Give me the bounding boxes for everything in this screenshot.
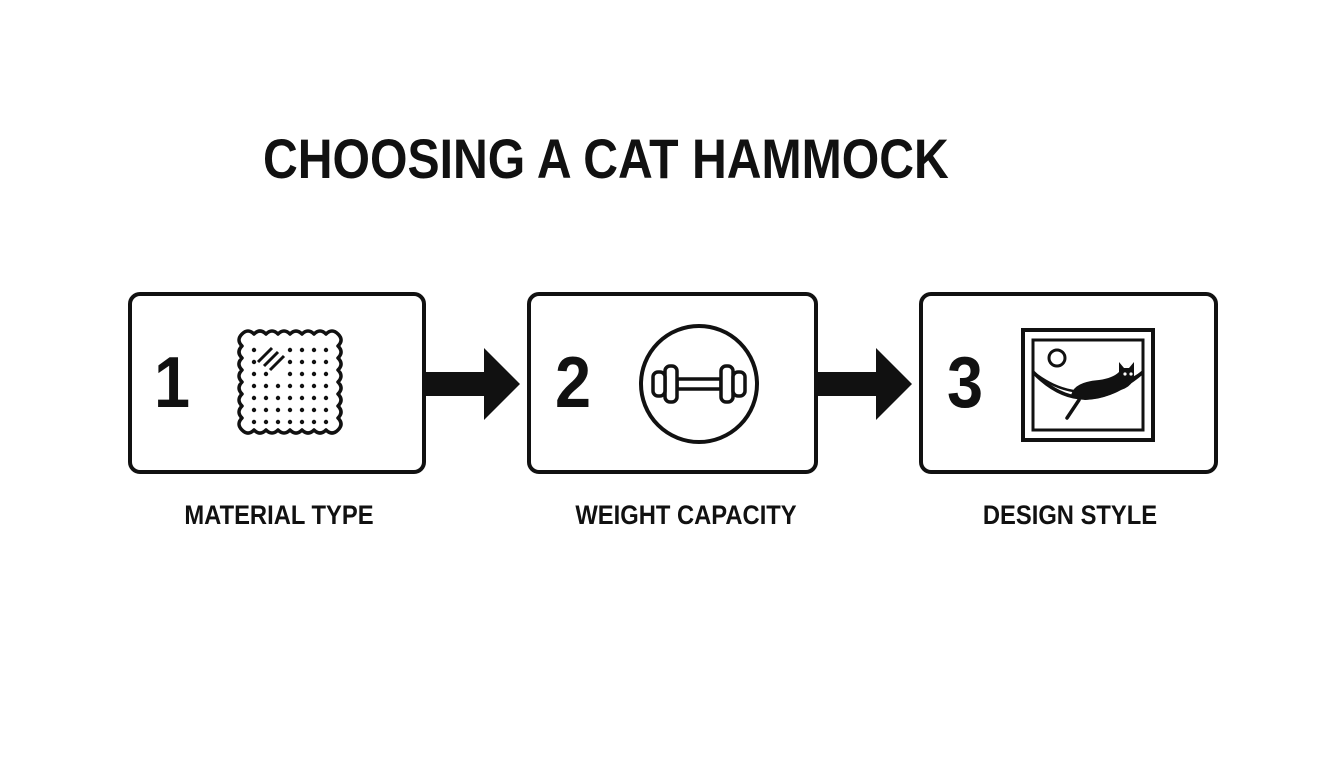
fabric-swatch-icon (230, 326, 350, 444)
step-number: 1 (154, 343, 191, 423)
step-number: 2 (555, 343, 592, 423)
step-label-design-style: DESIGN STYLE (982, 500, 1158, 530)
step-box-material-type: 1 (128, 292, 426, 474)
dumbbell-icon (637, 322, 761, 446)
arrow-right-icon (818, 348, 912, 425)
cat-hammock-picture-icon (1021, 328, 1157, 442)
arrow-right-icon (426, 348, 520, 425)
page-title: CHOOSING A CAT HAMMOCK (263, 127, 949, 190)
step-box-weight-capacity: 2 (527, 292, 818, 474)
step-label-weight-capacity: WEIGHT CAPACITY (575, 500, 797, 530)
step-label-material-type: MATERIAL TYPE (184, 500, 374, 530)
step-number: 3 (947, 343, 984, 423)
step-box-design-style: 3 (919, 292, 1218, 474)
